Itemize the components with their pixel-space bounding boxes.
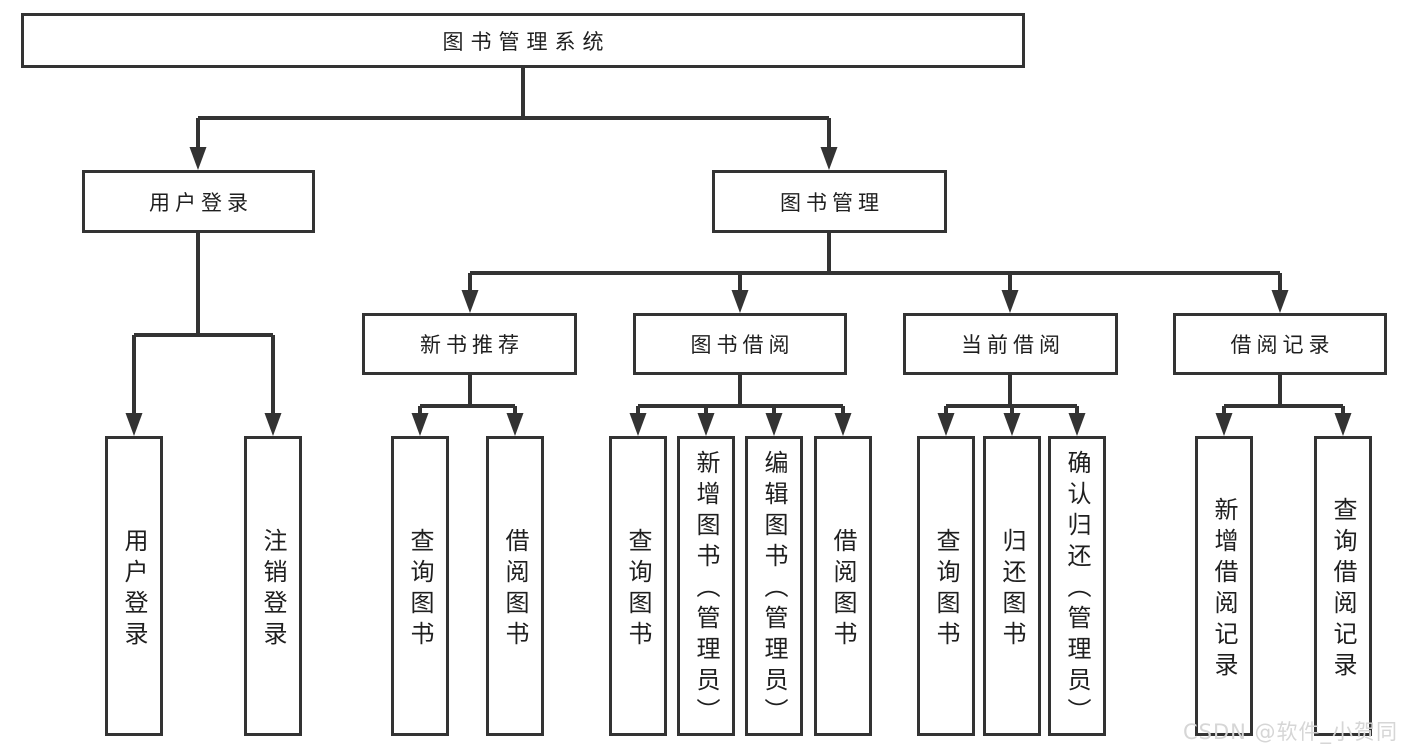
leaf-query-books-recommend: 查询图书 — [391, 436, 449, 736]
node-current-borrowing: 当前借阅 — [903, 313, 1118, 375]
leaf-add-borrow-record: 新增借阅记录 — [1195, 436, 1253, 736]
leaf-user-login: 用户登录 — [105, 436, 163, 736]
leaf-edit-books-admin: 编辑图书（管理员） — [745, 436, 803, 736]
leaf-borrow-books: 借阅图书 — [814, 436, 872, 736]
node-book-borrowing: 图书借阅 — [633, 313, 847, 375]
arrowheads — [125, 147, 1352, 436]
leaf-query-books-borrow: 查询图书 — [609, 436, 667, 736]
leaf-query-borrow-record: 查询借阅记录 — [1314, 436, 1372, 736]
leaf-logout: 注销登录 — [244, 436, 302, 736]
node-borrow-records: 借阅记录 — [1173, 313, 1387, 375]
node-book-management: 图书管理 — [712, 170, 947, 233]
node-root-system: 图书管理系统 — [21, 13, 1025, 68]
leaf-confirm-return-admin: 确认归还（管理员） — [1048, 436, 1106, 736]
node-user-login: 用户登录 — [82, 170, 315, 233]
leaf-query-books-current: 查询图书 — [917, 436, 975, 736]
node-new-book-recommend: 新书推荐 — [362, 313, 577, 375]
leaf-borrow-books-recommend: 借阅图书 — [486, 436, 544, 736]
leaf-return-books: 归还图书 — [983, 436, 1041, 736]
leaf-add-books-admin: 新增图书（管理员） — [677, 436, 735, 736]
